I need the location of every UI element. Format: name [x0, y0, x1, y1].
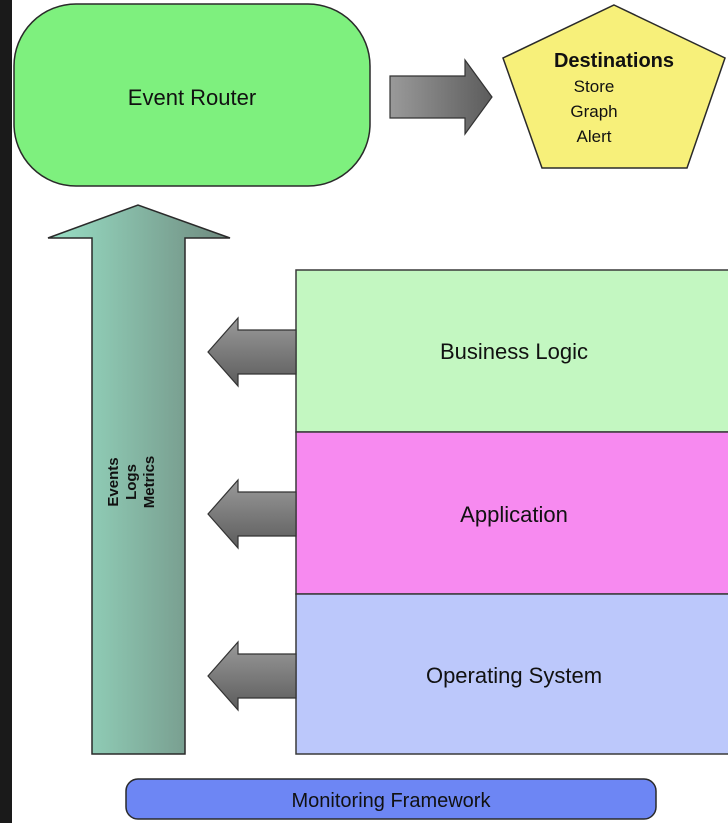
- monitoring-framework-label: Monitoring Framework: [292, 790, 492, 812]
- collector-label-logs: Logs: [123, 464, 140, 500]
- layer-application-label: Application: [460, 502, 568, 527]
- event-router-node: Event Router: [13, 3, 371, 187]
- layer-application: Application: [295, 431, 728, 595]
- event-router-label: Event Router: [128, 85, 256, 110]
- layer-stack: Business Logic Application Operating Sys…: [295, 269, 728, 755]
- destinations-title: Destinations: [554, 50, 674, 72]
- business-logic-to-collector-arrow: [207, 316, 297, 388]
- layer-business-logic-box: [295, 269, 728, 433]
- event-router-shape: [13, 3, 371, 187]
- layer-business-logic-label: Business Logic: [440, 339, 588, 364]
- diagram-canvas: Event Router Destinations Store Graph Al…: [12, 0, 728, 823]
- destination-alert: Alert: [577, 127, 612, 146]
- router-to-destinations-arrow: [389, 58, 493, 136]
- layer-application-box: [295, 431, 728, 595]
- collector-arrow: Events Logs Metrics: [47, 204, 231, 755]
- monitoring-framework-shape: [125, 778, 657, 820]
- operating-system-to-collector-arrow: [207, 640, 297, 712]
- layer-operating-system: Operating System: [295, 593, 728, 755]
- destinations-node: Destinations Store Graph Alert: [502, 4, 726, 169]
- layer-business-logic: Business Logic: [295, 269, 728, 433]
- collector-arrow-shape: [47, 204, 231, 755]
- destination-graph: Graph: [570, 102, 617, 121]
- destinations-shape: [502, 4, 726, 169]
- architecture-diagram: Event Router Destinations Store Graph Al…: [13, 3, 728, 820]
- layer-operating-system-box: [295, 593, 728, 755]
- layer-operating-system-label: Operating System: [426, 663, 602, 688]
- application-to-collector-arrow: [207, 478, 297, 550]
- collector-label-metrics: Metrics: [141, 456, 158, 509]
- collector-label-events: Events: [105, 457, 122, 506]
- monitoring-framework-bar: Monitoring Framework: [125, 778, 657, 820]
- destination-store: Store: [574, 77, 615, 96]
